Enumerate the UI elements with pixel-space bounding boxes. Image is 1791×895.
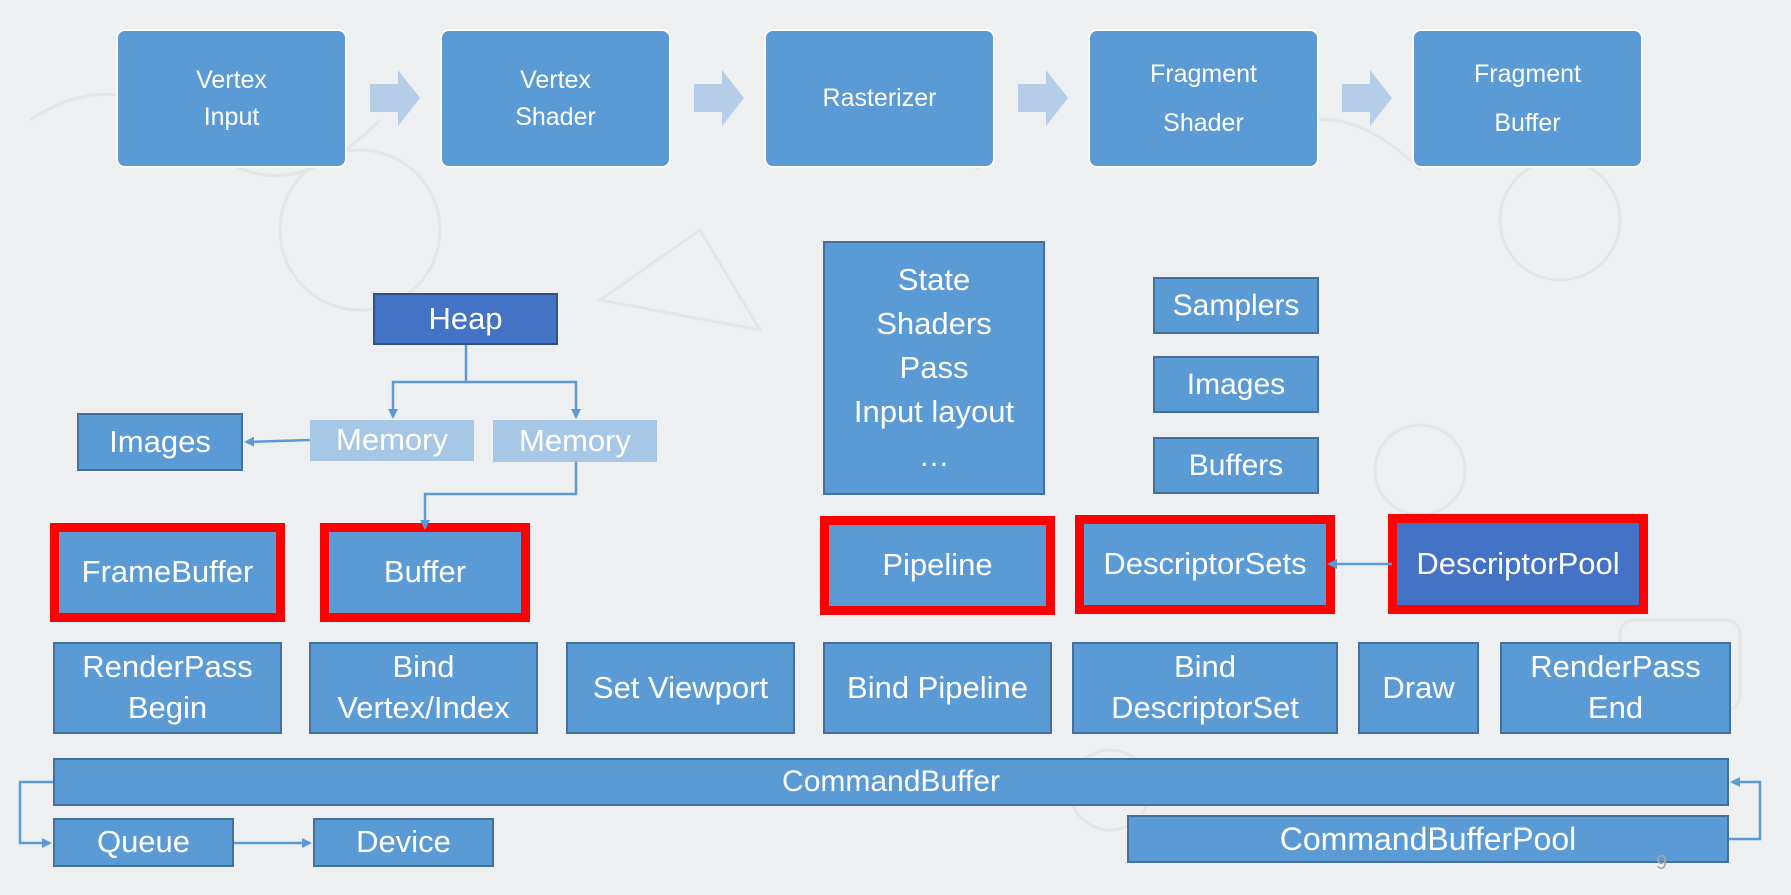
memory-box-1: Memory <box>310 420 474 461</box>
cmd-bind-pipeline: Bind Pipeline <box>823 642 1052 734</box>
stage-vertex-input: Vertex Input <box>116 29 347 168</box>
descriptor-pool-box: DescriptorPool <box>1388 514 1648 614</box>
cmd-renderpass-begin: RenderPass Begin <box>53 642 282 734</box>
command-buffer-pool-box: CommandBufferPool <box>1127 815 1729 863</box>
cmd-draw: Draw <box>1358 642 1479 734</box>
pipeline-arrow-3 <box>1018 70 1068 126</box>
pipeline-box: Pipeline <box>820 516 1055 615</box>
buffers-box: Buffers <box>1153 437 1319 494</box>
memory-box-2: Memory <box>493 420 657 462</box>
pipeline-state-box: State Shaders Pass Input layout … <box>823 241 1045 495</box>
descriptor-sets-box: DescriptorSets <box>1075 515 1335 614</box>
pipeline-arrow-1 <box>370 70 420 126</box>
cmd-bind-vertex-index: Bind Vertex/Index <box>309 642 538 734</box>
images-box-descriptor: Images <box>1153 356 1319 413</box>
pipeline-arrow-2 <box>694 70 744 126</box>
stage-fragment-shader: Fragment Shader <box>1088 29 1319 168</box>
cmd-set-viewport: Set Viewport <box>566 642 795 734</box>
device-box: Device <box>313 818 494 867</box>
stage-fragment-buffer: Fragment Buffer <box>1412 29 1643 168</box>
page-number: 9 <box>1656 852 1668 874</box>
cmd-bind-descriptor-set: Bind DescriptorSet <box>1072 642 1338 734</box>
images-box-memory: Images <box>77 413 243 471</box>
framebuffer-box: FrameBuffer <box>50 523 285 622</box>
pipeline-arrow-4 <box>1342 70 1392 126</box>
stage-rasterizer: Rasterizer <box>764 29 995 168</box>
stage-vertex-shader: Vertex Shader <box>440 29 671 168</box>
samplers-box: Samplers <box>1153 277 1319 334</box>
buffer-box: Buffer <box>320 523 530 622</box>
heap-box: Heap <box>373 293 558 345</box>
cmd-renderpass-end: RenderPass End <box>1500 642 1731 734</box>
queue-box: Queue <box>53 818 234 867</box>
command-buffer-bar: CommandBuffer <box>53 758 1729 806</box>
